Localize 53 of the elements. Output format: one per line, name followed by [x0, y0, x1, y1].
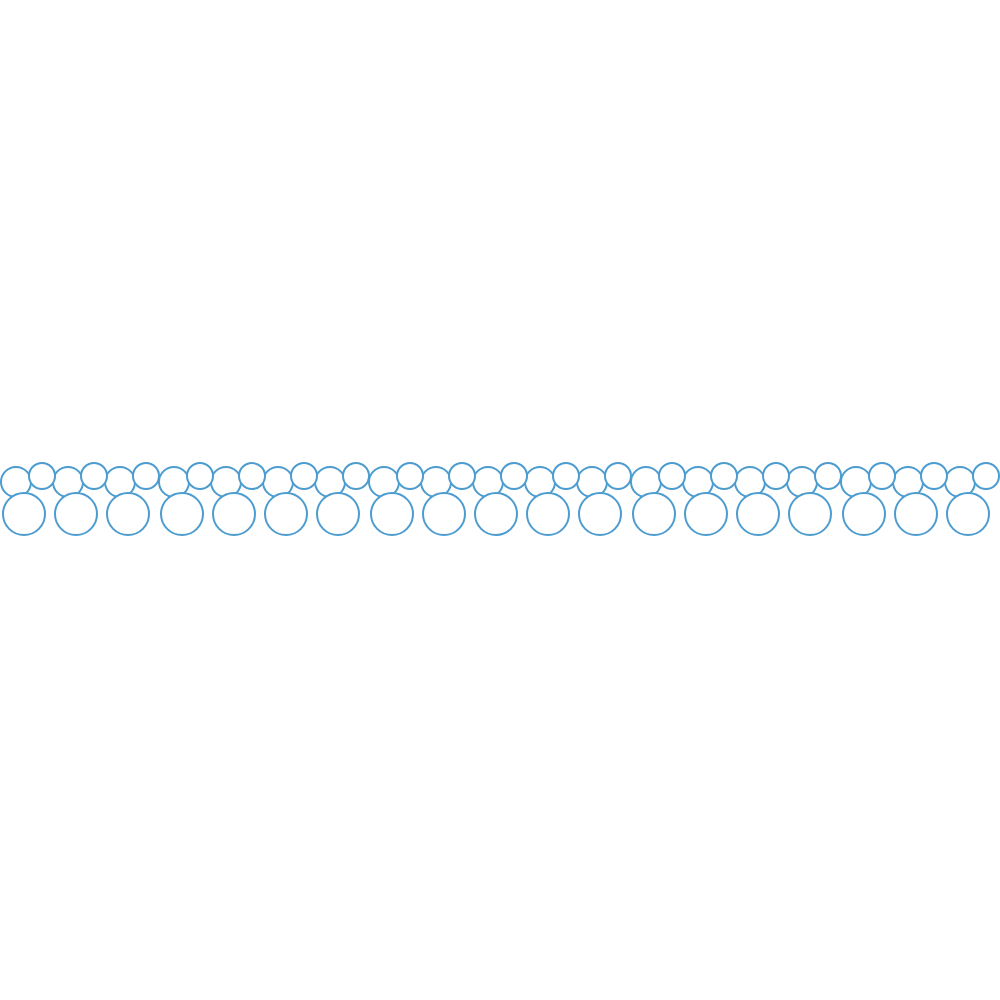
circle-outline [0, 466, 32, 498]
circle-outline [185, 461, 214, 489]
circle-outline [681, 466, 714, 498]
circle-outline [552, 461, 581, 489]
circle-outline [578, 492, 623, 536]
circle-outline [132, 461, 161, 489]
circle-outline [395, 461, 424, 489]
circle-outline [762, 461, 791, 489]
circle-outline [421, 492, 466, 536]
circle-outline [814, 461, 843, 489]
circle-outline [80, 461, 109, 489]
circle-outline [316, 492, 361, 536]
circle-outline [867, 461, 896, 489]
circle-outline [945, 492, 990, 536]
circle-outline [264, 492, 309, 536]
circle-outline [919, 461, 948, 489]
circle-outline [290, 461, 319, 489]
circle-outline [576, 466, 609, 498]
circle-outline [28, 461, 56, 489]
circle-outline [943, 466, 976, 498]
circle-outline [683, 492, 728, 536]
circle-outline [314, 466, 347, 498]
circle-outline [159, 492, 204, 536]
circle-outline [367, 466, 400, 498]
circle-outline [971, 461, 1000, 489]
circle-outline [419, 466, 452, 498]
circle-outline [629, 466, 662, 498]
circle-outline [262, 466, 295, 498]
circle-outline [839, 466, 872, 498]
circle-outline [657, 461, 686, 489]
circle-outline [709, 461, 738, 489]
circle-outline [211, 492, 256, 536]
circle-outline [2, 492, 46, 536]
circle-outline [788, 492, 833, 536]
circle-outline [447, 461, 476, 489]
circle-outline [841, 492, 886, 536]
circle-outline [893, 492, 938, 536]
circle-outline [736, 492, 781, 536]
circle-outline [157, 466, 190, 498]
circle-outline [499, 461, 528, 489]
circle-outline [526, 492, 571, 536]
circle-outline [237, 461, 266, 489]
circle-outline [54, 492, 99, 536]
circle-outline [52, 466, 85, 498]
circle-outline [209, 466, 242, 498]
circle-outline [604, 461, 633, 489]
circle-outline [342, 461, 371, 489]
circle-outline [891, 466, 924, 498]
circle-outline [631, 492, 676, 536]
circle-outline [106, 492, 151, 536]
circle-outline [369, 492, 414, 536]
circle-outline [786, 466, 819, 498]
circle-outline [473, 492, 518, 536]
